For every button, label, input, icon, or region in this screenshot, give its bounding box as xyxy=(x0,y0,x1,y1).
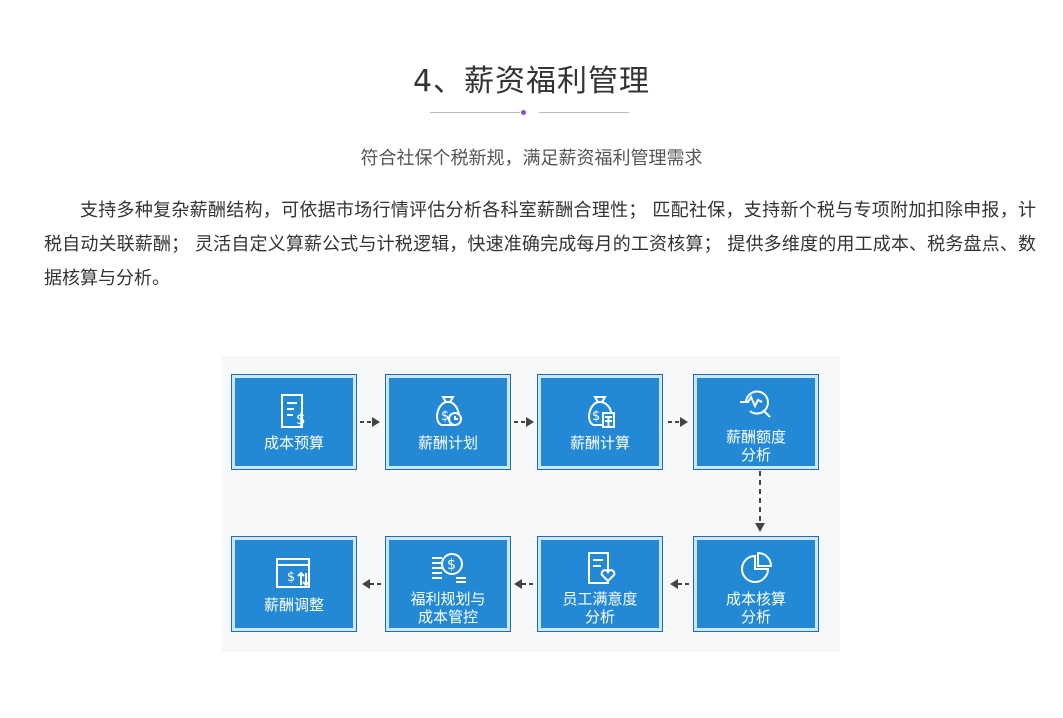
flow-step-cost-accounting-analysis: 成本核算 分析 xyxy=(694,537,818,631)
payment-card-arrows-icon: $ xyxy=(235,553,353,593)
flow-step-salary-adjustment: $ 薪酬调整 xyxy=(232,537,356,631)
title-divider-left xyxy=(430,112,520,113)
flow-step-salary-quota-analysis: 薪酬额度 分析 xyxy=(694,375,818,469)
flow-step-welfare-planning-cost-control: $ 福利规划与 成本管控 xyxy=(386,537,510,631)
magnifier-chart-icon xyxy=(697,384,815,424)
arrow-left-icon xyxy=(670,579,692,589)
section-title: 4、薪资福利管理 xyxy=(412,64,651,99)
salary-flow-diagram: $ 成本预算 $ 薪酬计划 $ xyxy=(222,356,840,652)
svg-text:$: $ xyxy=(296,410,306,428)
flow-step-employee-satisfaction-analysis: 员工满意度 分析 xyxy=(538,537,662,631)
title-divider-dot xyxy=(521,110,526,115)
title-divider-right xyxy=(539,112,629,113)
svg-text:$: $ xyxy=(592,409,600,424)
flow-step-label: 成本预算 xyxy=(263,434,324,452)
svg-text:$: $ xyxy=(287,570,295,585)
section-description: 支持多种复杂薪酬结构，可依据市场行情评估分析各科室薪酬合理性； 匹配社保，支持新… xyxy=(44,200,1036,289)
pie-chart-icon xyxy=(697,548,815,588)
money-bag-calculator-icon: $ xyxy=(541,391,659,431)
arrow-left-icon xyxy=(362,579,384,589)
flow-step-label: 福利规划与 成本管控 xyxy=(410,590,486,626)
document-heart-icon xyxy=(541,548,659,588)
flow-step-cost-budget: $ 成本预算 xyxy=(232,375,356,469)
svg-text:$: $ xyxy=(441,409,449,424)
arrow-down-icon xyxy=(755,471,765,532)
flow-step-salary-calculation: $ 薪酬计算 xyxy=(538,375,662,469)
arrow-right-icon xyxy=(668,417,688,427)
arrow-right-icon xyxy=(514,417,534,427)
svg-text:$: $ xyxy=(447,557,456,573)
coin-stack-icon: $ xyxy=(389,548,507,588)
flow-step-label: 薪酬计划 xyxy=(417,434,478,452)
flow-step-label: 员工满意度 分析 xyxy=(562,590,638,626)
flow-step-label: 薪酬调整 xyxy=(263,596,324,614)
flow-step-label: 薪酬计算 xyxy=(569,434,630,452)
money-bag-clock-icon: $ xyxy=(389,391,507,431)
arrow-left-icon xyxy=(514,579,536,589)
flow-step-label: 薪酬额度 分析 xyxy=(725,428,786,464)
budget-document-icon: $ xyxy=(235,391,353,431)
flow-step-salary-plan: $ 薪酬计划 xyxy=(386,375,510,469)
section-subtitle: 符合社保个税新规，满足薪资福利管理需求 xyxy=(360,148,703,169)
flow-step-label: 成本核算 分析 xyxy=(725,590,786,626)
arrow-right-icon xyxy=(360,417,380,427)
